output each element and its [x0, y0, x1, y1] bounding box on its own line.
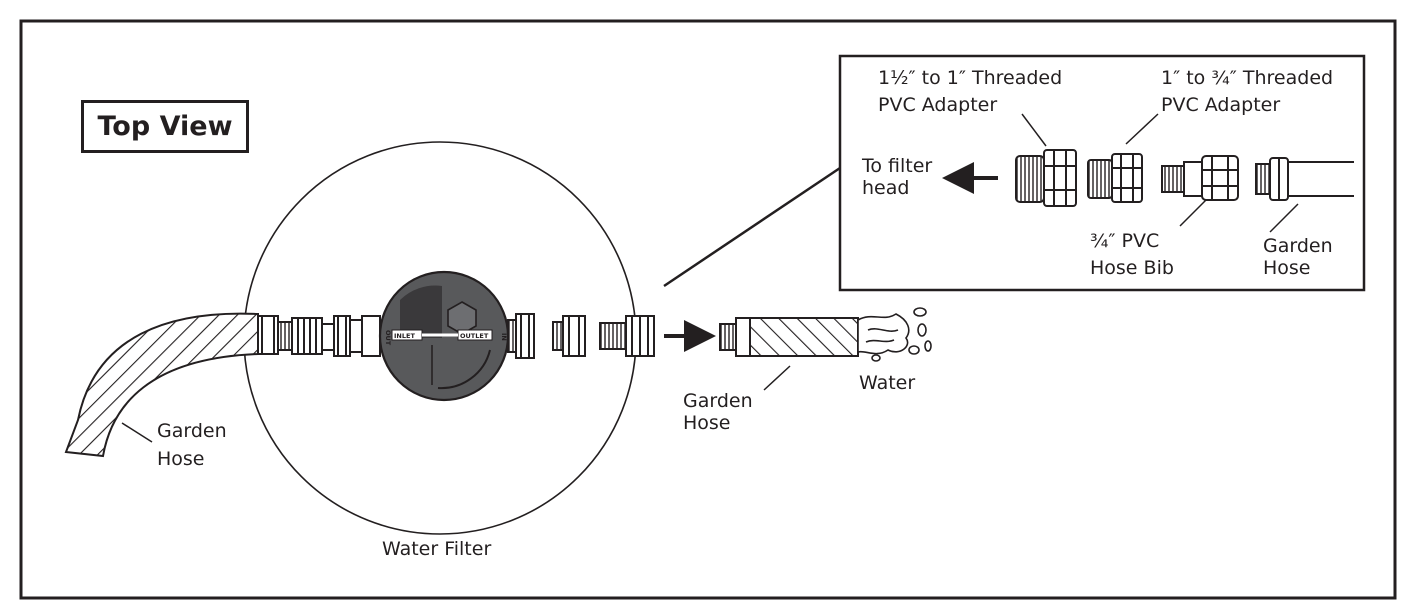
label-inset-garden-hose: Garden Hose	[1263, 235, 1333, 279]
leader-large-adapter	[1021, 113, 1047, 147]
label-filter-head: To filter head	[862, 155, 932, 199]
label-garden-hose-left: Garden Hose	[157, 417, 227, 473]
left-garden-hose	[64, 312, 259, 458]
leader-small-adapter	[1125, 113, 1159, 145]
label-garden-hose-left-line2: Hose	[157, 448, 205, 470]
leader-hose-bib	[1179, 199, 1207, 227]
label-inset-garden-hose-line1: Garden	[1263, 235, 1333, 257]
label-garden-hose-mid: Garden Hose	[683, 390, 753, 434]
label-filter-head-line1: To filter	[862, 155, 933, 177]
leader-left-hose	[121, 422, 153, 443]
title-box: Top View	[81, 100, 249, 153]
label-large-adapter-line2: PVC Adapter	[878, 94, 998, 116]
outer-frame	[19, 19, 1397, 600]
label-filter-head-line2: head	[862, 177, 910, 199]
outlet-label: OUTLET	[460, 332, 489, 340]
outlet-fitting	[507, 313, 535, 359]
side-in-label: IN	[500, 333, 508, 341]
label-hose-bib-line1: ¾″ PVC	[1090, 230, 1160, 252]
inset-large-adapter	[1015, 149, 1077, 207]
separated-adapters	[552, 315, 655, 357]
leader-mid-hose	[763, 365, 791, 391]
label-garden-hose-mid-line2: Hose	[683, 412, 731, 434]
left-fittings	[257, 315, 381, 357]
right-garden-hose	[719, 317, 859, 357]
label-large-adapter-line1: 1½″ to 1″ Threaded	[878, 67, 1063, 89]
label-garden-hose-left-line1: Garden	[157, 420, 227, 442]
inset-hose-bib	[1161, 155, 1239, 201]
leader-inset-hose	[1269, 203, 1299, 233]
filter-head	[378, 270, 510, 402]
label-inset-garden-hose-line2: Hose	[1263, 257, 1311, 279]
label-water-filter: Water Filter	[382, 538, 492, 560]
label-large-adapter: 1½″ to 1″ Threaded PVC Adapter	[878, 65, 1062, 119]
label-hose-bib: ¾″ PVC Hose Bib	[1090, 228, 1174, 282]
label-garden-hose-mid-line1: Garden	[683, 390, 753, 412]
inset-small-adapter	[1087, 153, 1143, 203]
label-small-adapter-line2: PVC Adapter	[1161, 94, 1281, 116]
inlet-label: INLET	[394, 332, 415, 340]
inset-garden-hose	[1255, 157, 1354, 201]
water-splash	[857, 307, 932, 362]
label-small-adapter: 1″ to ¾″ Threaded PVC Adapter	[1161, 65, 1333, 119]
label-water: Water	[859, 372, 916, 394]
label-small-adapter-line1: 1″ to ¾″ Threaded	[1161, 67, 1334, 89]
side-out-label: OUT	[384, 330, 392, 346]
inset-callout-line	[663, 166, 841, 288]
label-hose-bib-line2: Hose Bib	[1090, 257, 1174, 279]
